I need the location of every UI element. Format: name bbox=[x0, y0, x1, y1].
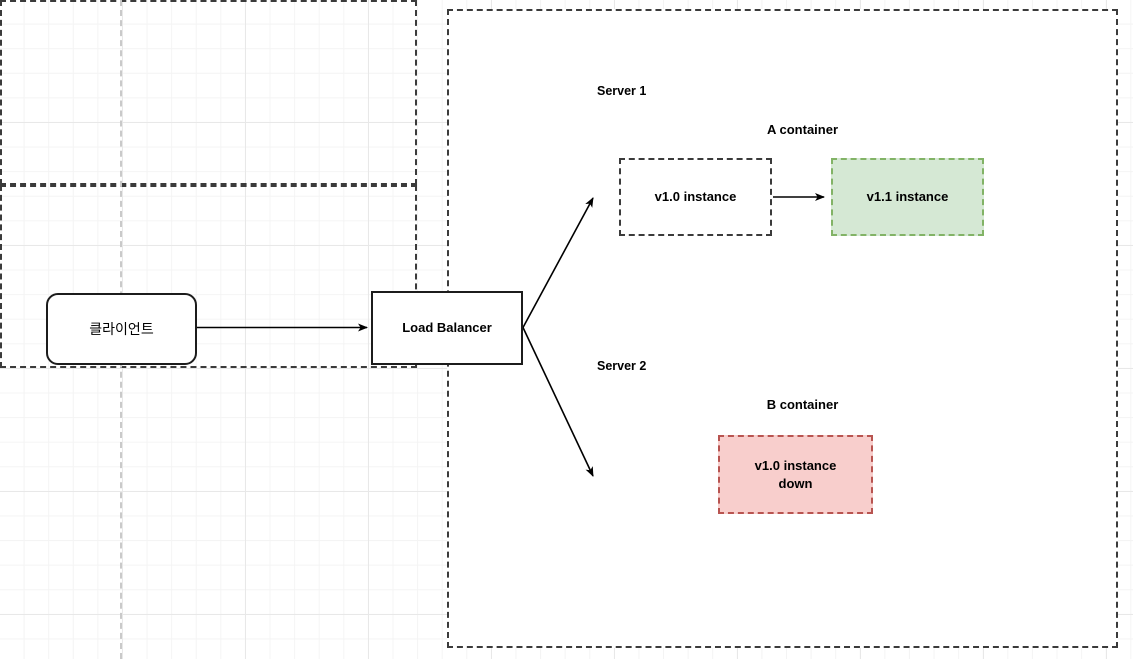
label-container-b: B container bbox=[766, 397, 839, 412]
container-b-box[interactable] bbox=[0, 185, 417, 368]
node-client[interactable]: 클라이언트 bbox=[46, 293, 197, 365]
label-container-a: A container bbox=[766, 122, 839, 137]
container-a-box[interactable] bbox=[0, 0, 417, 185]
label-server-2: Server 2 bbox=[597, 359, 647, 373]
system-boundary bbox=[447, 9, 1118, 648]
label-server-1: Server 1 bbox=[597, 84, 647, 98]
node-instance-v10-server2-down[interactable]: v1.0 instance down bbox=[718, 435, 873, 514]
node-instance-v11-server1[interactable]: v1.1 instance bbox=[831, 158, 984, 236]
node-load-balancer[interactable]: Load Balancer bbox=[371, 291, 523, 365]
node-instance-v10-server1[interactable]: v1.0 instance bbox=[619, 158, 772, 236]
